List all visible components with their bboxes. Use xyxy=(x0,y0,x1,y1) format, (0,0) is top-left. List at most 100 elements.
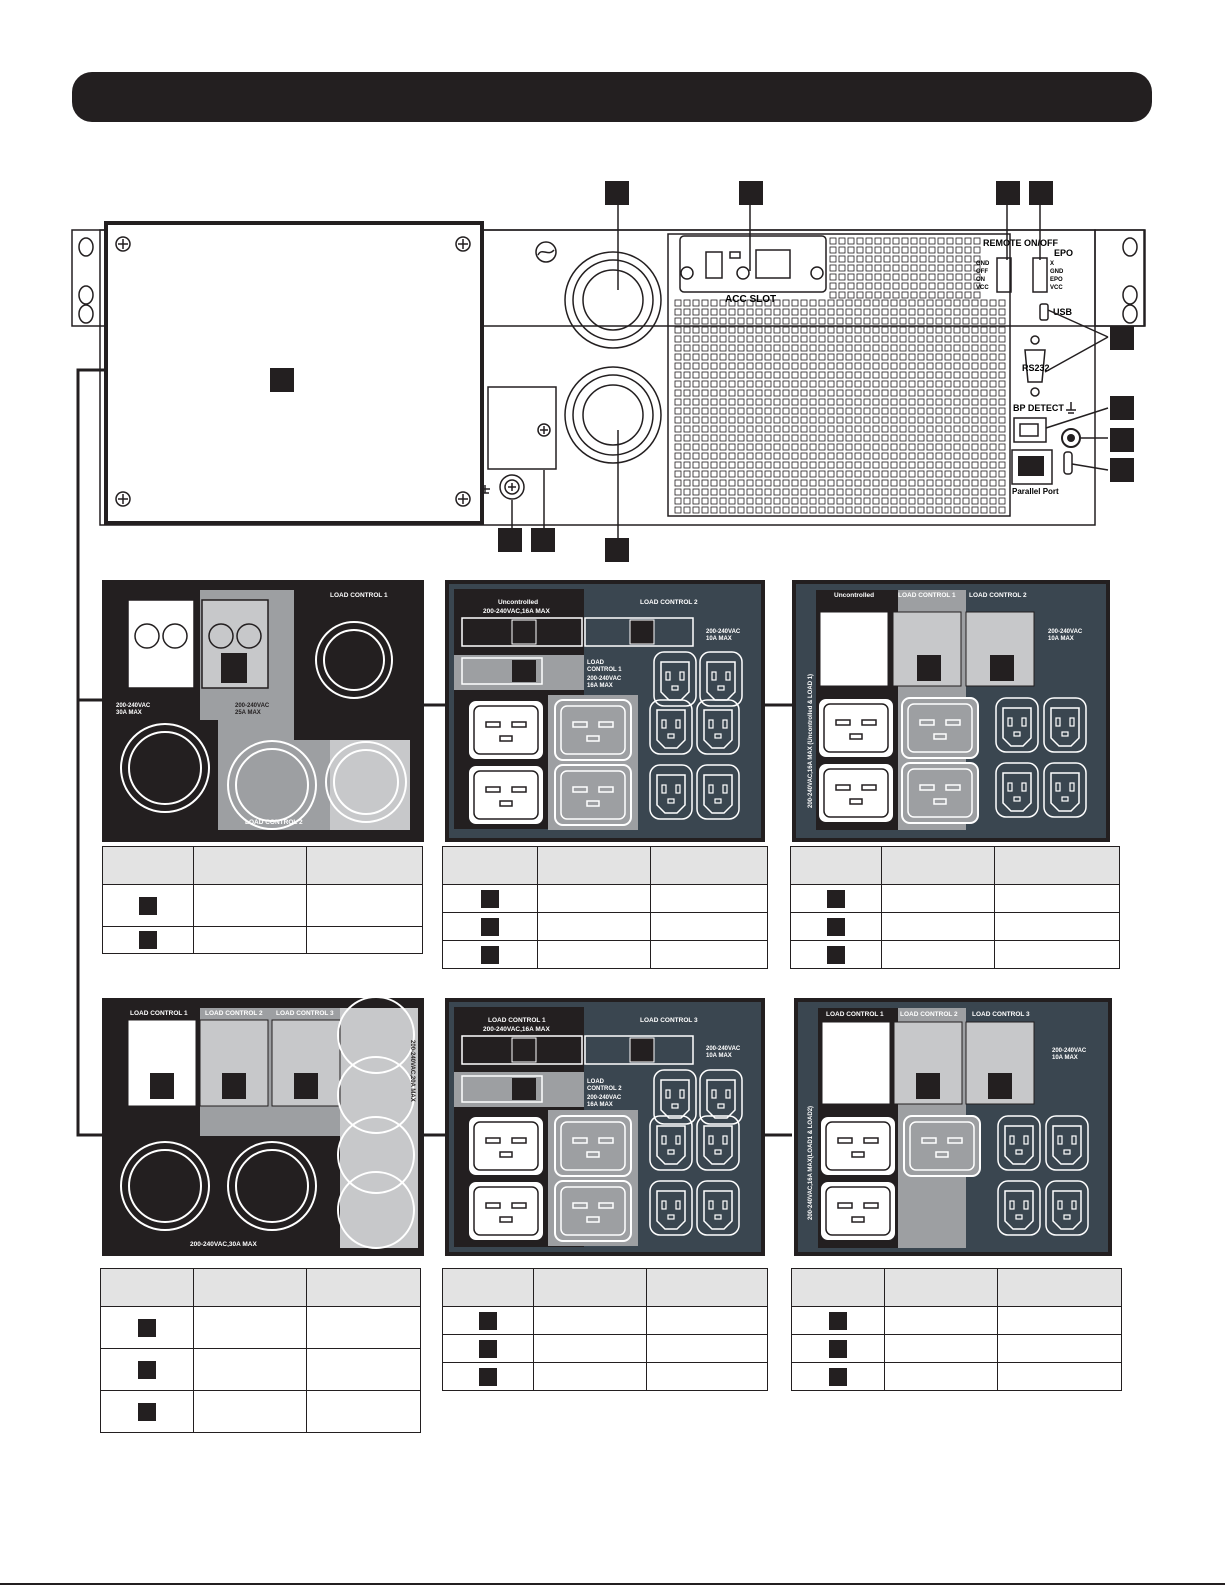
c19-outlet xyxy=(901,762,979,824)
p3-uncontrolled: Uncontrolled xyxy=(834,592,874,599)
epo-label: EPO xyxy=(1054,248,1073,258)
p6-load-control-2: LOAD CONTROL 2 xyxy=(900,1011,958,1018)
vent-holes xyxy=(674,237,1006,514)
usb-label: USB xyxy=(1053,307,1073,317)
c13-outlet xyxy=(1043,762,1087,818)
p6-load-control-1: LOAD CONTROL 1 xyxy=(826,1011,884,1018)
p5-load-control-1: LOAD CONTROL 1 xyxy=(488,1017,546,1024)
c19-outlet xyxy=(467,1180,545,1242)
callout-square xyxy=(138,1360,156,1379)
output-panel-5: LOAD CONTROL 1 200-240VAC,16A MAX LOAD C… xyxy=(445,998,765,1256)
bp-detect-port xyxy=(1013,417,1047,443)
acc-slot xyxy=(679,235,827,293)
callout-square xyxy=(138,1402,156,1421)
c13-outlet xyxy=(653,651,697,707)
p2-uncontrolled-spec: 200-240VAC,16A MAX xyxy=(483,608,550,615)
callout-square xyxy=(270,368,294,392)
bp-detect-label: BP DETECT xyxy=(1013,403,1064,413)
p2-lc2-spec-2: 10A MAX xyxy=(706,636,732,642)
c13-outlet xyxy=(1043,697,1087,753)
c13-outlet xyxy=(1045,1180,1089,1236)
p5-load: LOAD xyxy=(587,1079,605,1085)
p3-spec: 200-240VAC xyxy=(1048,629,1083,635)
p5-lc3-spec-2: 10A MAX xyxy=(706,1053,732,1059)
c13-outlet xyxy=(649,1180,693,1236)
table-3 xyxy=(790,846,1120,969)
p2-load: LOAD xyxy=(587,660,605,666)
c13-outlet xyxy=(649,1115,693,1171)
p3-load-control-2: LOAD CONTROL 2 xyxy=(969,592,1027,599)
p5-lc1-spec: 200-240VAC,16A MAX xyxy=(483,1026,550,1033)
p6-load-control-3: LOAD CONTROL 3 xyxy=(972,1011,1030,1018)
p1-load-control-1: LOAD CONTROL 1 xyxy=(330,592,388,599)
p5-lc2-spec-2: 16A MAX xyxy=(587,1102,613,1108)
remote-pin-label: VCC xyxy=(976,285,989,291)
c13-outlet xyxy=(995,762,1039,818)
epo-pin-label: VCC xyxy=(1050,285,1063,291)
p2-lc2-spec: 200-240VAC xyxy=(706,629,741,635)
callout-square xyxy=(139,931,157,949)
remote-terminal xyxy=(996,257,1012,293)
c13-outlet xyxy=(699,1069,743,1125)
p2-load-control-2: LOAD CONTROL 2 xyxy=(640,599,698,606)
callout-square xyxy=(138,1318,156,1337)
epo-terminal xyxy=(1032,257,1048,293)
p1-spec-left: 200-240VAC xyxy=(116,703,151,709)
c19-outlet xyxy=(817,762,895,824)
c13-outlet xyxy=(649,764,693,820)
table-2 xyxy=(442,846,768,969)
p5-control-2: CONTROL 2 xyxy=(587,1086,622,1092)
p2-lc1-spec: 200-240VAC xyxy=(587,676,622,682)
p3-load-control-1: LOAD CONTROL 1 xyxy=(898,592,956,599)
output-panel-3: Uncontrolled LOAD CONTROL 1 LOAD CONTROL… xyxy=(792,580,1110,842)
remote-on-off-label: REMOTE ON/OFF xyxy=(983,238,1058,248)
usb-port xyxy=(1039,303,1049,321)
p1-spec-mid-2: 25A MAX xyxy=(235,710,261,716)
epo-pin-label: GND xyxy=(1050,269,1064,275)
p4-load-control-1: LOAD CONTROL 1 xyxy=(130,1010,188,1017)
remote-pin-label: OFF xyxy=(976,269,988,275)
p3-spec-2: 10A MAX xyxy=(1048,636,1074,642)
c19-outlet xyxy=(903,1115,981,1177)
p5-lc2-spec: 200-240VAC xyxy=(587,1095,622,1101)
p5-lc3-spec: 200-240VAC xyxy=(706,1046,741,1052)
c13-outlet xyxy=(1045,1115,1089,1171)
callout-square xyxy=(827,917,845,936)
output-panel-6: LOAD CONTROL 1 LOAD CONTROL 2 LOAD CONTR… xyxy=(794,998,1112,1256)
p5-load-control-3: LOAD CONTROL 3 xyxy=(640,1017,698,1024)
c13-outlet xyxy=(995,697,1039,753)
input-cord-glands xyxy=(487,241,662,500)
connector-lines xyxy=(76,368,792,1137)
callout-square xyxy=(479,1367,497,1386)
p4-vertical: 200-240VAC,20A MAX xyxy=(409,1040,415,1102)
c19-outlet xyxy=(554,1180,632,1242)
c13-outlet xyxy=(696,1180,740,1236)
remote-pin-label: ON xyxy=(976,277,985,283)
c19-outlet xyxy=(554,1115,632,1177)
left-rack-ear xyxy=(78,237,94,324)
c13-outlet xyxy=(997,1115,1041,1171)
output-panel-1: LOAD CONTROL 1 200-240VAC 30A MAX 200-24… xyxy=(102,580,424,842)
callout-squares xyxy=(498,181,1134,562)
callout-square xyxy=(139,896,157,915)
callout-square xyxy=(479,1311,497,1330)
table-6 xyxy=(791,1268,1122,1391)
c19-outlet xyxy=(819,1180,897,1242)
c19-outlet xyxy=(554,699,632,761)
output-panel-4: LOAD CONTROL 1 LOAD CONTROL 2 LOAD CONTR… xyxy=(102,996,424,1256)
vent-grille xyxy=(667,233,1011,517)
p1-spec-mid: 200-240VAC xyxy=(235,703,270,709)
c13-outlet xyxy=(696,1115,740,1171)
p6-vertical: 200-240VAC,16A MAX(LOAD1 & LOAD2) xyxy=(808,1106,814,1220)
table-1 xyxy=(102,846,423,954)
c19-outlet xyxy=(467,1115,545,1177)
p1-spec-left-2: 30A MAX xyxy=(116,710,142,716)
parallel-port xyxy=(1011,449,1053,485)
callout-leaders xyxy=(511,205,1109,540)
c13-outlet xyxy=(696,764,740,820)
c13-outlet xyxy=(653,1069,697,1125)
c19-outlet xyxy=(819,1115,897,1177)
